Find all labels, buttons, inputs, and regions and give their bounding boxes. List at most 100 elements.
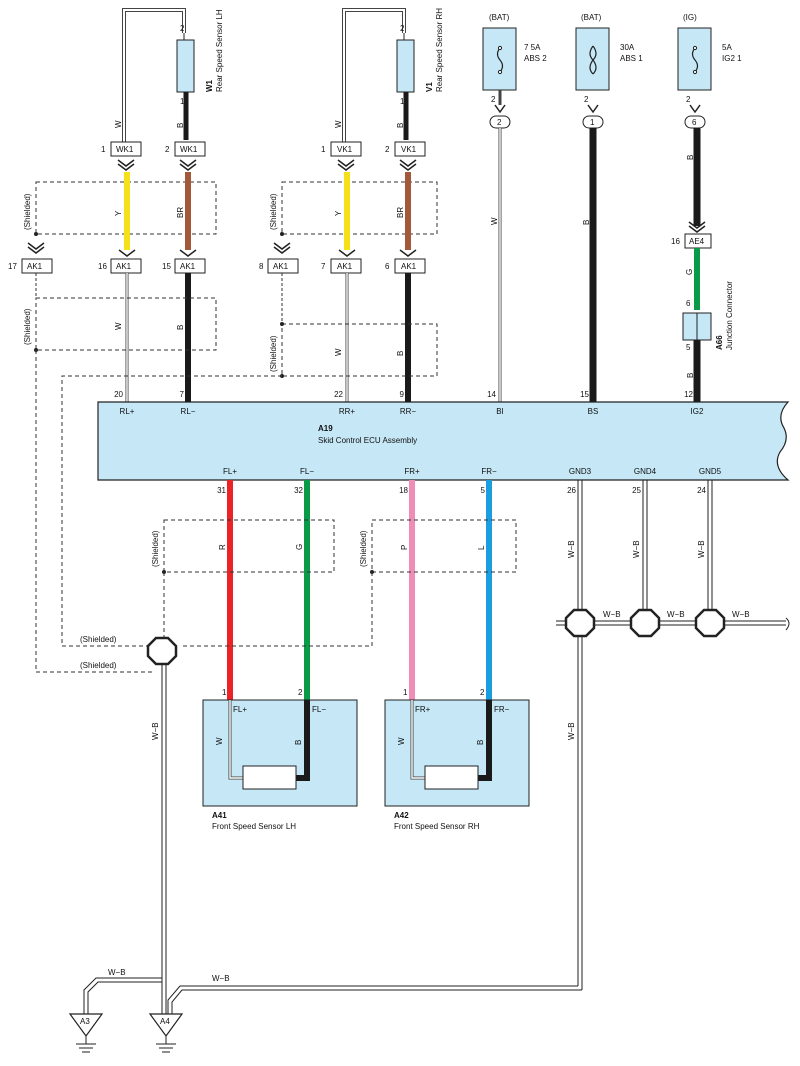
wire-label-w: W: [114, 322, 123, 330]
front-sensor-lh-name: Front Speed Sensor LH: [212, 822, 296, 831]
wire-label-b: B: [396, 123, 405, 128]
junction-pin-top: 6: [686, 299, 691, 308]
ground-a4-label: A4: [160, 1017, 170, 1026]
wire-label-wb: W−B: [567, 540, 576, 558]
wire-label-w: W: [490, 217, 499, 225]
ecu-pin-label: RL+: [120, 407, 135, 416]
ecu-pin-label: RL−: [181, 407, 196, 416]
wire-label-br: BR: [176, 207, 185, 218]
wk1-label-1: WK1: [116, 145, 134, 154]
fuse-name: ABS 2: [524, 54, 547, 63]
wire-label-g: G: [295, 544, 304, 550]
fuse-rating: 5A: [722, 43, 732, 52]
wire-label-b: B: [294, 740, 303, 745]
wire-label-w: W: [215, 737, 224, 745]
ecu-pin-number: 9: [400, 390, 405, 399]
wire-label-b: B: [176, 325, 185, 330]
front-sensor-lh-id: A41: [212, 811, 227, 820]
ecu-pin-number: 7: [180, 390, 185, 399]
ecu-pin-label: GND5: [699, 467, 722, 476]
ae4-pin: 16: [671, 237, 680, 246]
wire-label-w: W: [334, 348, 343, 356]
rear-sensor-lh-name: Rear Speed Sensor LH: [215, 9, 224, 92]
ecu-pin-number: 26: [567, 486, 576, 495]
fuse-name: ABS 1: [620, 54, 643, 63]
connector-vk1: VK1 1 VK1 2: [321, 141, 426, 171]
ak1-label: AK1: [401, 262, 417, 271]
shielded-label: (Shielded): [80, 661, 117, 670]
wk1-label-2: WK1: [180, 145, 198, 154]
vk1-label-2: VK1: [401, 145, 417, 154]
rear-sensor-rh-box: [396, 39, 415, 93]
wire-label-b: B: [686, 155, 695, 160]
shielded-label: (Shielded): [269, 335, 278, 372]
ecu-pin-number: 20: [114, 390, 123, 399]
wk1-pin-2: 2: [165, 145, 170, 154]
wire-label-b: B: [396, 351, 405, 356]
fuse-source: (BAT): [489, 13, 510, 22]
rear-sensor-rh-name: Rear Speed Sensor RH: [435, 8, 444, 92]
wire-label-b: B: [582, 220, 591, 225]
fuse-pin: 2: [584, 95, 589, 104]
ground-a4: A4: [148, 1013, 184, 1053]
shield-drains: (Shielded) (Shielded): [35, 350, 282, 673]
ak1-pin-8: 8: [259, 262, 264, 271]
wire-label-wb: W−B: [151, 722, 160, 740]
vk1-pin-1: 1: [321, 145, 326, 154]
junction-id: A66: [715, 335, 724, 350]
junction-pin-bottom: 5: [686, 343, 691, 352]
ecu-pin-number: 24: [697, 486, 706, 495]
shielded-label: (Shielded): [23, 308, 32, 345]
shielded-label: (Shielded): [80, 635, 117, 644]
ecu-pin-number: 25: [632, 486, 641, 495]
ground-a3: A3: [68, 1013, 104, 1053]
front-wires: (Shielded) R G (Shielded) P L: [151, 480, 517, 700]
vk1-label-1: VK1: [337, 145, 353, 154]
junction-points: [146, 608, 726, 666]
ground-a3-label: A3: [80, 1017, 90, 1026]
fuse-source: (BAT): [581, 13, 602, 22]
wire-label-br: BR: [396, 207, 405, 218]
ecu-pin-label: IG2: [691, 407, 704, 416]
shield-rear-rh-upper: (Shielded) Y BR: [269, 172, 438, 250]
fuse-conn: 2: [497, 118, 502, 127]
gnd4-junction: [629, 608, 661, 638]
fuse-abs1: (BAT) 30A ABS 1 2 1 B: [575, 13, 643, 402]
fr-label1: FR+: [415, 705, 431, 714]
ecu-pin-number: 32: [294, 486, 303, 495]
wire-label-wb: W−B: [667, 610, 685, 619]
rr-sensor-pin-bottom: 1: [400, 97, 405, 106]
connector-ak1-row: AK1 17 AK1 16 AK1 15 AK1 8 AK1 7 AK1 6: [8, 242, 426, 274]
wire-label-b: B: [686, 373, 695, 378]
gnd5-junction: [694, 608, 726, 638]
ecu-pin-label: FR+: [404, 467, 420, 476]
shielded-label: (Shielded): [23, 193, 32, 230]
ak1-pin-16: 16: [98, 262, 107, 271]
ae4-label: AE4: [689, 237, 705, 246]
rl-sensor-pin-bottom: 1: [180, 97, 185, 106]
fuse-conn: 1: [590, 118, 595, 127]
fuse-pin: 2: [491, 95, 496, 104]
junction-name: Junction Connector: [725, 281, 734, 350]
ecu-pin-number: 14: [487, 390, 496, 399]
wire-label-wb: W−B: [567, 722, 576, 740]
ak1-label: AK1: [273, 262, 289, 271]
fuse-name: IG2 1: [722, 54, 742, 63]
wire-label-wb: W−B: [732, 610, 750, 619]
fuse-source: (IG): [683, 13, 697, 22]
shield-junction: [146, 636, 178, 666]
front-sensor-rh-name: Front Speed Sensor RH: [394, 822, 480, 831]
ecu-pin-number: 5: [481, 486, 486, 495]
fuse-rating: 30A: [620, 43, 635, 52]
wire-label-wb: W−B: [212, 974, 230, 983]
rear-sensor-rh: 2 1 V1 Rear Speed Sensor RH W B: [334, 8, 444, 145]
ecu-pin-label: GND4: [634, 467, 657, 476]
shield-rear-lh-upper: (Shielded) Y BR: [23, 172, 217, 250]
fuse-ig2: (IG) 5A IG2 1 2 6 B AE4 16 G 6 A66 Junct…: [671, 13, 742, 402]
ecu-pin-label: FL−: [300, 467, 314, 476]
ecu-pin-label: BS: [588, 407, 599, 416]
front-sensor-lh: 1 2 FL+ FL− W B A41 Front Speed Sensor L…: [202, 688, 358, 831]
wire-label-wb: W−B: [603, 610, 621, 619]
